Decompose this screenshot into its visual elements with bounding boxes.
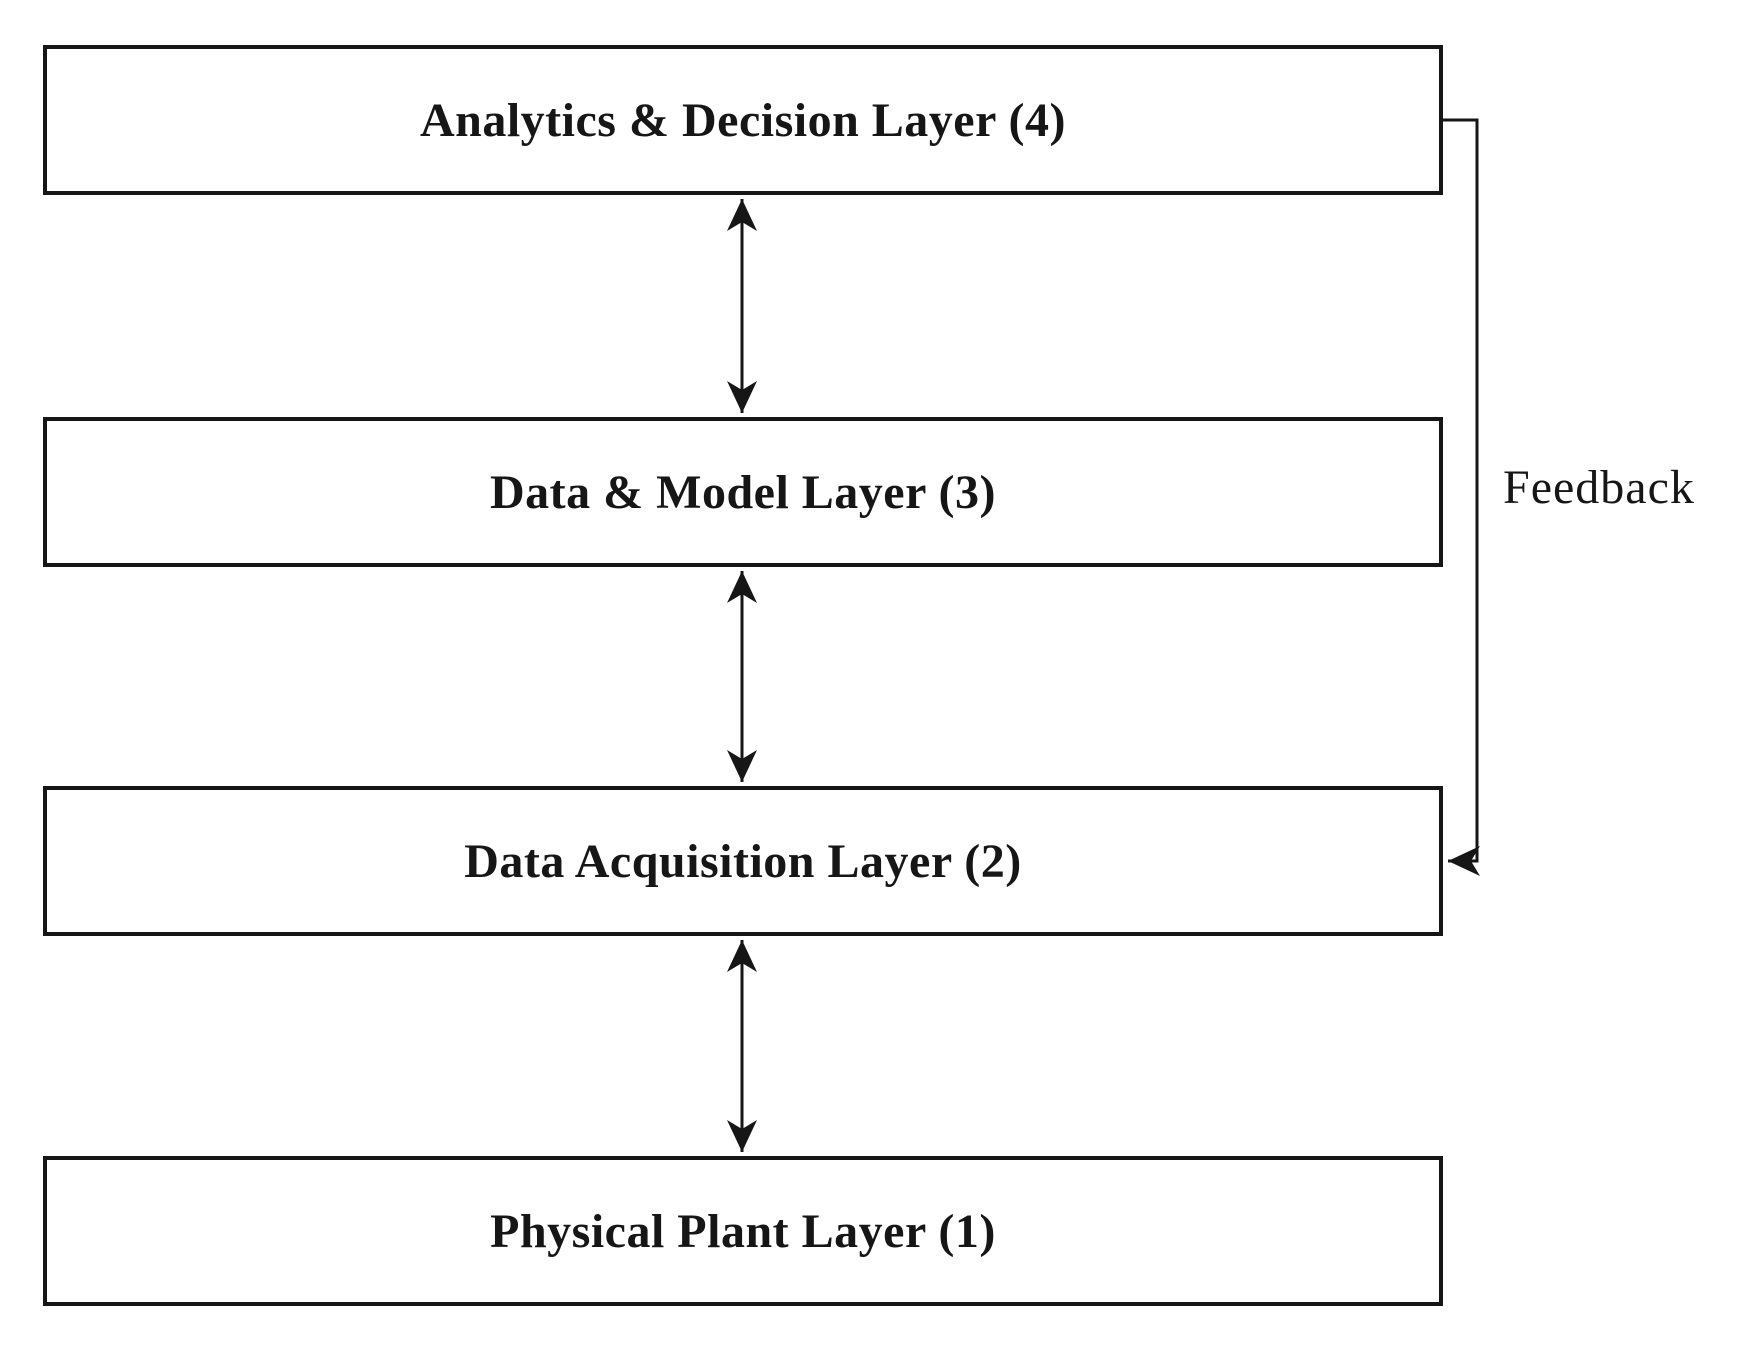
layer-box-data-acquisition: Data Acquisition Layer (2) [43, 786, 1443, 936]
layer-box-label: Data & Model Layer (3) [490, 465, 996, 519]
layer-box-physical-plant: Physical Plant Layer (1) [43, 1156, 1443, 1306]
layer-box-data-model: Data & Model Layer (3) [43, 417, 1443, 567]
feedback-label: Feedback [1503, 461, 1695, 514]
layer-box-label: Physical Plant Layer (1) [490, 1204, 996, 1258]
layer-box-label: Data Acquisition Layer (2) [464, 834, 1022, 888]
feedback-arrow-icon [1443, 118, 1480, 876]
layer-box-label: Analytics & Decision Layer (4) [419, 93, 1067, 147]
layer-box-analytics-decision: Analytics & Decision Layer (4) [43, 45, 1443, 195]
